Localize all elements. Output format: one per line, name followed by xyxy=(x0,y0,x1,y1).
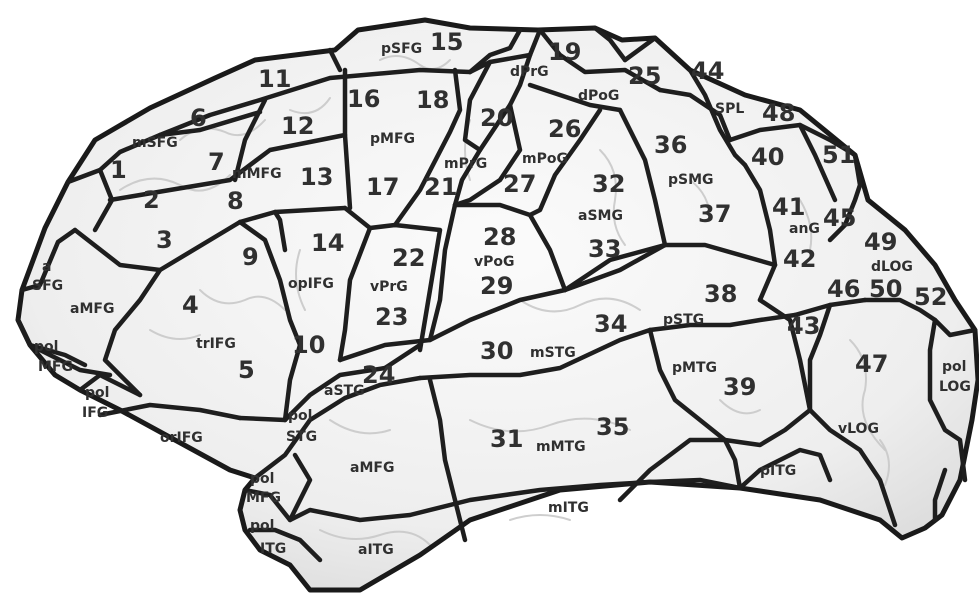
region-number: 12 xyxy=(281,112,314,140)
region-number: 25 xyxy=(628,62,661,90)
region-label: orIFG xyxy=(160,430,203,446)
region-label: pMTG xyxy=(672,360,717,376)
region-number: 2 xyxy=(143,186,160,214)
region-number: 44 xyxy=(691,57,724,85)
region-number: 40 xyxy=(751,143,784,171)
region-number: 19 xyxy=(548,38,581,66)
region-label: IFG xyxy=(82,405,108,421)
region-number: 30 xyxy=(480,337,513,365)
region-number: 50 xyxy=(869,275,902,303)
region-number: 23 xyxy=(375,303,408,331)
region-label: mPrG xyxy=(444,156,487,172)
region-number: 8 xyxy=(227,187,244,215)
region-label: pol xyxy=(85,385,109,401)
region-number: 29 xyxy=(480,272,513,300)
region-label: pMFG xyxy=(370,131,415,147)
region-label: opIFG xyxy=(288,276,334,292)
region-label: mSTG xyxy=(530,345,576,361)
region-number: 47 xyxy=(855,350,888,378)
region-label: dPrG xyxy=(510,64,549,80)
region-label: pSFG xyxy=(381,41,422,57)
region-label: pol xyxy=(34,339,58,355)
region-number: 21 xyxy=(424,173,457,201)
region-number: 51 xyxy=(822,141,855,169)
region-label: mSFG xyxy=(132,135,178,151)
region-label: pITG xyxy=(760,463,796,479)
region-label: MFG xyxy=(246,490,281,506)
region-label: mMTG xyxy=(536,439,586,455)
region-label: a xyxy=(42,259,51,275)
region-label: SPL xyxy=(715,101,744,117)
region-label: dLOG xyxy=(871,259,913,275)
region-number: 48 xyxy=(762,99,795,127)
region-label: pSTG xyxy=(663,312,704,328)
region-label: ITG xyxy=(260,541,286,557)
region-number: 35 xyxy=(596,413,629,441)
region-number: 14 xyxy=(311,229,344,257)
region-number: 37 xyxy=(698,200,731,228)
region-number: 45 xyxy=(823,204,856,232)
region-number: 3 xyxy=(156,226,173,254)
region-number: 49 xyxy=(864,228,897,256)
region-number: 16 xyxy=(347,85,380,113)
region-number: 38 xyxy=(704,280,737,308)
region-number: 27 xyxy=(503,170,536,198)
region-number: 39 xyxy=(723,373,756,401)
region-label: vLOG xyxy=(838,421,879,437)
region-number: 20 xyxy=(480,104,513,132)
region-number: 17 xyxy=(366,173,399,201)
region-number: 11 xyxy=(258,65,291,93)
region-number: 46 xyxy=(827,275,860,303)
region-label: aITG xyxy=(358,542,394,558)
region-number: 18 xyxy=(416,86,449,114)
region-label: dPoG xyxy=(578,88,619,104)
region-number: 10 xyxy=(292,331,325,359)
region-number: 31 xyxy=(490,425,523,453)
region-label: pSMG xyxy=(668,172,714,188)
region-label: vPrG xyxy=(370,279,408,295)
region-label: pol xyxy=(250,518,274,534)
region-label: vPoG xyxy=(474,254,515,270)
region-number: 9 xyxy=(242,243,259,271)
region-label: STG xyxy=(286,429,317,445)
region-number: 43 xyxy=(787,312,820,340)
region-number: 33 xyxy=(588,235,621,263)
region-number: 36 xyxy=(654,131,687,159)
region-number: 26 xyxy=(548,115,581,143)
region-label: LOG xyxy=(939,379,971,395)
region-label: MFG xyxy=(38,359,73,375)
region-number: 5 xyxy=(238,356,255,384)
region-label: pol xyxy=(942,359,966,375)
region-label: SFG xyxy=(32,278,63,294)
region-label: pol xyxy=(250,471,274,487)
region-label: aSTG xyxy=(324,383,365,399)
region-label: aMFG xyxy=(70,301,114,317)
region-label: mMFG xyxy=(232,166,282,182)
region-number: 41 xyxy=(772,193,805,221)
region-number: 13 xyxy=(300,163,333,191)
region-label: mPoG xyxy=(522,151,568,167)
region-number: 28 xyxy=(483,223,516,251)
region-number: 1 xyxy=(110,156,127,184)
region-label: pol xyxy=(288,408,312,424)
region-label: aMFG xyxy=(350,460,394,476)
region-label: mITG xyxy=(548,500,589,516)
region-number: 32 xyxy=(592,170,625,198)
region-number: 15 xyxy=(430,28,463,56)
region-number: 7 xyxy=(208,148,225,176)
region-number: 4 xyxy=(182,291,199,319)
region-number: 6 xyxy=(190,104,207,132)
region-number: 22 xyxy=(392,244,425,272)
region-label: trIFG xyxy=(196,336,236,352)
region-label: anG xyxy=(789,221,820,237)
region-number: 42 xyxy=(783,245,816,273)
region-number: 52 xyxy=(914,283,947,311)
region-number: 34 xyxy=(594,310,627,338)
region-label: aSMG xyxy=(578,208,623,224)
region-number: 24 xyxy=(362,361,395,389)
